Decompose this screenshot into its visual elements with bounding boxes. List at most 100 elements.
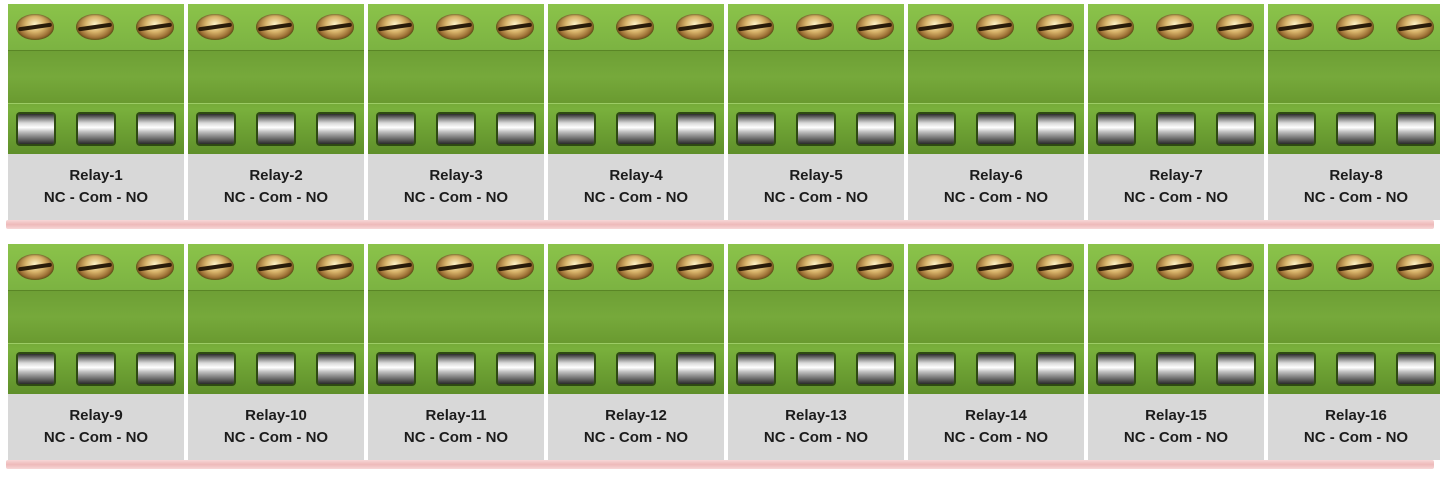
- screw-terminal-icon: [856, 14, 894, 40]
- relay-pins: NC - Com - NO: [43, 189, 149, 206]
- screw-terminal-icon: [556, 254, 594, 280]
- screw-terminal-icon: [796, 14, 834, 40]
- terminal-block: [1088, 4, 1264, 154]
- relay-pins: NC - Com - NO: [1123, 429, 1229, 446]
- relay-pins: NC - Com - NO: [763, 429, 869, 446]
- screw-terminal-icon: [616, 14, 654, 40]
- wire-slot-icon: [198, 114, 234, 144]
- terminal-block: [368, 4, 544, 154]
- terminal-band: [728, 50, 904, 104]
- relay-label: Relay-15 NC - Com - NO: [1088, 394, 1264, 460]
- screw-terminal-icon: [196, 254, 234, 280]
- screw-terminal-icon: [1216, 254, 1254, 280]
- screw-terminal-icon: [1096, 254, 1134, 280]
- screw-terminal-icon: [316, 14, 354, 40]
- wire-slot-icon: [618, 354, 654, 384]
- relay-pins: NC - Com - NO: [403, 189, 509, 206]
- relay-pins: NC - Com - NO: [43, 429, 149, 446]
- wire-slot-icon: [78, 114, 114, 144]
- wire-slot-icon: [1338, 354, 1374, 384]
- terminal-band: [908, 290, 1084, 344]
- screw-terminal-icon: [916, 254, 954, 280]
- terminal-band: [188, 50, 364, 104]
- wire-slot-icon: [318, 114, 354, 144]
- screw-terminal-icon: [16, 254, 54, 280]
- wire-slot-icon: [558, 114, 594, 144]
- screw-terminal-icon: [796, 254, 834, 280]
- relay-pins: NC - Com - NO: [403, 429, 509, 446]
- terminal-block: [368, 244, 544, 394]
- terminal-block: [728, 4, 904, 154]
- wire-slot-icon: [1158, 354, 1194, 384]
- wire-slot-icon: [1278, 354, 1314, 384]
- wire-slot-icon: [1278, 114, 1314, 144]
- relay-pins: NC - Com - NO: [223, 429, 329, 446]
- terminal-block: [188, 244, 364, 394]
- screw-terminal-icon: [496, 254, 534, 280]
- relay-name: Relay-14: [965, 407, 1027, 424]
- wire-slot-icon: [378, 354, 414, 384]
- screw-terminal-icon: [1396, 254, 1434, 280]
- relay-label: Relay-11 NC - Com - NO: [368, 394, 544, 460]
- terminal-block: [908, 244, 1084, 394]
- terminal-band: [8, 290, 184, 344]
- relay-name: Relay-3: [429, 167, 483, 184]
- wire-slot-icon: [498, 354, 534, 384]
- relay-pins: NC - Com - NO: [1303, 189, 1409, 206]
- wire-slot-icon: [678, 354, 714, 384]
- screw-terminal-icon: [1276, 254, 1314, 280]
- terminal-band: [548, 290, 724, 344]
- relay-name: Relay-8: [1329, 167, 1383, 184]
- screw-terminal-icon: [1276, 14, 1314, 40]
- relay-name: Relay-15: [1145, 407, 1207, 424]
- screw-terminal-icon: [556, 14, 594, 40]
- relay-pins: NC - Com - NO: [763, 189, 869, 206]
- terminal-band: [1088, 290, 1264, 344]
- screw-terminal-icon: [376, 14, 414, 40]
- relay-pins: NC - Com - NO: [583, 429, 689, 446]
- terminal-block: [548, 4, 724, 154]
- screw-terminal-icon: [256, 14, 294, 40]
- screw-terminal-icon: [676, 254, 714, 280]
- screw-terminal-icon: [676, 14, 714, 40]
- relay-name: Relay-12: [605, 407, 667, 424]
- terminal-band: [368, 290, 544, 344]
- relay-pins: NC - Com - NO: [943, 429, 1049, 446]
- relay-pins: NC - Com - NO: [943, 189, 1049, 206]
- screw-terminal-icon: [1396, 14, 1434, 40]
- screw-terminal-icon: [976, 254, 1014, 280]
- wire-slot-icon: [438, 354, 474, 384]
- relay-name: Relay-13: [785, 407, 847, 424]
- relay-pins: NC - Com - NO: [583, 189, 689, 206]
- screw-terminal-icon: [1336, 254, 1374, 280]
- terminal-block: [728, 244, 904, 394]
- screw-terminal-icon: [76, 14, 114, 40]
- wire-slot-icon: [138, 354, 174, 384]
- wire-slot-icon: [918, 114, 954, 144]
- wire-slot-icon: [1158, 114, 1194, 144]
- terminal-block: [8, 244, 184, 394]
- screw-terminal-icon: [196, 14, 234, 40]
- wire-slot-icon: [78, 354, 114, 384]
- relay-name: Relay-11: [425, 407, 487, 424]
- row-divider: [6, 460, 1434, 469]
- wire-slot-icon: [1098, 114, 1134, 144]
- wire-slot-icon: [1218, 354, 1254, 384]
- terminal-band: [368, 50, 544, 104]
- screw-terminal-icon: [76, 254, 114, 280]
- relay-label: Relay-12 NC - Com - NO: [548, 394, 724, 460]
- wire-slot-icon: [18, 354, 54, 384]
- terminal-band: [188, 290, 364, 344]
- wire-slot-icon: [1398, 114, 1434, 144]
- terminal-band: [908, 50, 1084, 104]
- wire-slot-icon: [858, 354, 894, 384]
- wire-slot-icon: [378, 114, 414, 144]
- wire-slot-icon: [618, 114, 654, 144]
- screw-terminal-icon: [1036, 254, 1074, 280]
